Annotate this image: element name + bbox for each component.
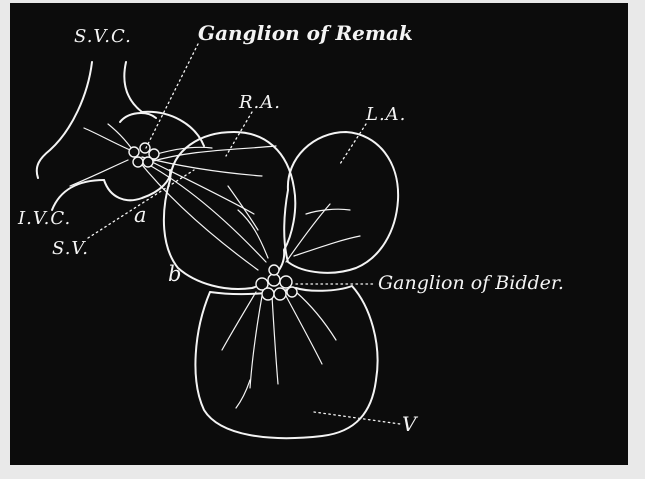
label-ra: R.A. — [239, 92, 281, 113]
label-a: a — [134, 203, 148, 227]
svc-opening — [120, 113, 156, 122]
leader-remak — [146, 44, 198, 148]
label-sv: S.V. — [52, 238, 89, 259]
ivc-vessel — [52, 180, 104, 210]
ganglion-bidder-cluster — [256, 265, 297, 300]
label-svc: S.V.C. — [74, 26, 132, 47]
svc-vessel-left — [37, 62, 92, 178]
label-ganglion-bidder: Ganglion of Bidder. — [378, 272, 564, 294]
leader-la — [340, 124, 366, 164]
label-ivc: I.V.C. — [18, 208, 71, 229]
label-la: L.A. — [366, 104, 406, 125]
ventricle-outline — [195, 286, 377, 438]
svc-vessel-right — [124, 62, 204, 146]
label-b: b — [168, 262, 182, 286]
left-atrium-outline — [284, 132, 398, 273]
label-ganglion-remak: Ganglion of Remak — [198, 21, 413, 45]
label-v: V — [402, 412, 417, 436]
